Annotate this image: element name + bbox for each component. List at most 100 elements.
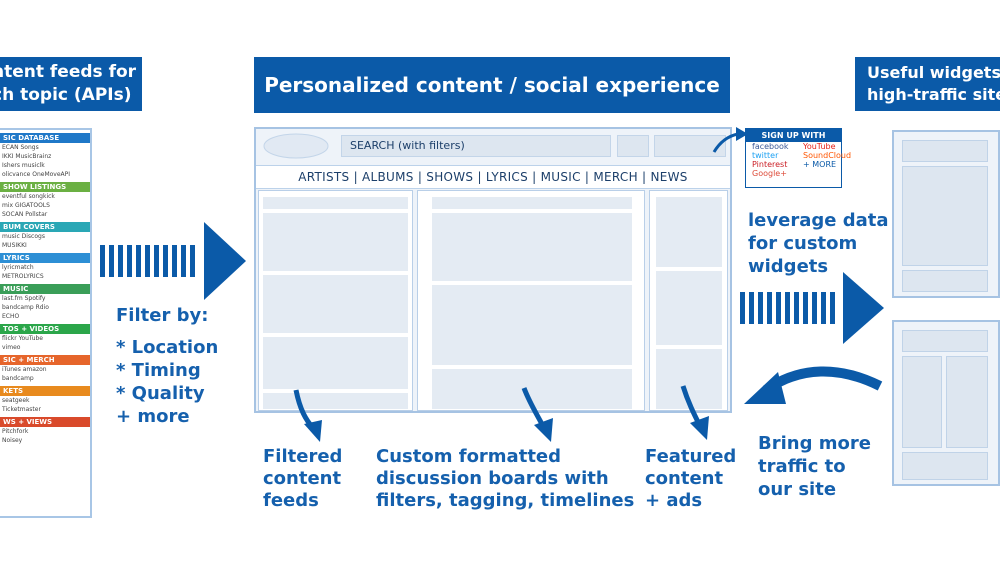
source-logo: mix GIGATOOLS [2,202,50,209]
bring-line: our site [758,479,837,500]
feeds-banner-line1: ntent feeds for [0,62,137,82]
signup-service[interactable]: twitter [752,151,779,160]
source-category: MUSIC [0,284,90,294]
source-logo: vimeo [2,344,21,351]
leverage-line: widgets [748,256,829,277]
search-bar-label: SEARCH (with filters) [350,139,465,152]
site-nav[interactable]: ARTISTS | ALBUMS | SHOWS | LYRICS | MUSI… [256,165,730,189]
widget-block [946,356,988,448]
signup-service[interactable]: YouTube [803,142,836,151]
widgets-banner: Useful widgets high-traffic site [855,57,1000,111]
source-logo: lyricmatch [2,264,34,271]
widget-top [892,130,1000,298]
search-button-placeholder[interactable] [617,135,649,157]
source-category: KETS [0,386,90,396]
source-logo: ECHO [2,313,20,320]
personalized-banner: Personalized content / social experience [254,57,730,113]
source-logo: Pitchfork [2,428,29,435]
source-category: SIC DATABASE [0,133,90,143]
source-logo: Ticketmaster [2,406,41,413]
signup-service[interactable]: + MORE [803,160,837,169]
boards-block [432,197,632,209]
featured-block [656,271,722,345]
source-category: SHOW LISTINGS [0,182,90,192]
return-arrow-icon [763,366,883,395]
source-category: WS + VIEWS [0,417,90,427]
source-logo: ECAN Songs [2,144,39,151]
widget-block [902,330,988,352]
source-logo: eventful songkick [2,193,55,200]
feeds-banner: ntent feeds for ch topic (APIs) [0,57,142,111]
widgets-banner-line2: high-traffic site [867,85,1000,104]
flow-arrow-right-2 [740,272,884,344]
featured-block [656,197,722,267]
arrowhead-icon [736,127,748,141]
leverage-line: leverage data [748,210,889,231]
filter-item: + more [116,406,190,427]
boards-block [432,285,632,365]
filter-list: * Location * Timing * Quality + more [116,336,218,428]
arrowhead-icon [534,418,553,442]
signup-service[interactable]: Google+ [752,169,787,178]
signup-service[interactable]: SoundCloud [803,151,852,160]
caption-line: Filtered [263,446,343,467]
featured-column [649,190,728,411]
filter-item: * Timing [116,360,201,381]
widget-block [902,140,988,162]
signup-service[interactable]: facebook [752,142,789,151]
caption-line: discussion boards with [376,468,609,489]
filter-heading: Filter by: [116,305,209,326]
widgets-banner-line1: Useful widgets [867,63,1000,82]
arrowhead-icon [690,416,709,440]
source-category: LYRICS [0,253,90,263]
bring-line: Bring more [758,433,871,454]
source-logo: bandcamp Rdio [2,304,49,311]
source-logo: iTunes amazon [2,366,47,373]
logo-placeholder [263,133,329,159]
signup-service[interactable]: Pinterest [752,160,788,169]
source-logo: IKKI MusicBrainz [2,153,52,160]
search-bar[interactable]: SEARCH (with filters) [341,135,611,157]
boards-column [417,190,645,411]
feeds-banner-line2: ch topic (APIs) [0,85,132,105]
widget-bottom [892,320,1000,486]
caption-line: content [645,468,724,489]
source-logo: seatgeek [2,397,30,404]
curved-arrow-icon [293,389,315,430]
source-logo: last.fm Spotify [2,295,46,302]
leverage-text: leverage data for custom widgets [748,209,888,278]
source-logo: bandcamp [2,375,34,382]
source-category: SIC + MERCH [0,355,90,365]
source-logo: flickr YouTube [2,335,43,342]
source-logo: MUSIKKI [2,242,27,249]
caption-line: feeds [263,490,319,511]
boards-block [432,213,632,281]
arrowhead-icon [744,372,786,404]
filtered-feeds-caption: Filtered content feeds [263,446,342,512]
caption-line: content [263,468,342,489]
leverage-line: for custom [748,233,858,254]
widget-block [902,166,988,266]
filter-item: * Location [116,337,219,358]
filter-item: * Quality [116,383,205,404]
feeds-block [263,213,408,271]
signup-header: SIGN UP WITH [746,129,841,142]
curved-arrow-icon [521,387,547,430]
feeds-block [263,197,408,209]
source-category: BUM COVERS [0,222,90,232]
bring-traffic-text: Bring more traffic to our site [758,432,871,501]
feeds-block [263,275,408,333]
source-logo: olicvance OneMoveAPI [2,171,71,178]
widget-block [902,270,988,292]
header-block-placeholder [654,135,726,157]
feeds-block [263,337,408,389]
feeds-column [258,190,413,411]
source-logo: METROLYRICS [2,273,44,280]
widget-block [902,452,988,480]
source-category: TOS + VIDEOS [0,324,90,334]
